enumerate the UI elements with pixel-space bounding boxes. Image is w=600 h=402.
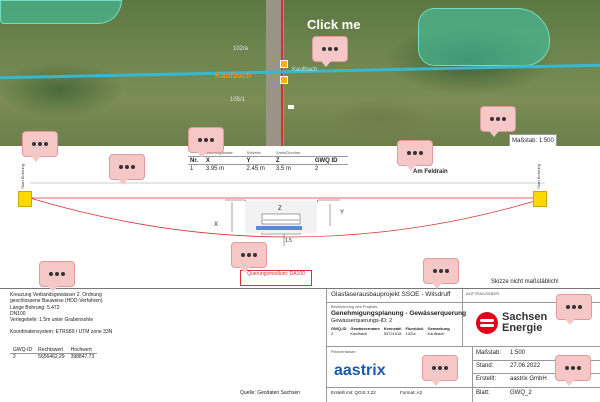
table-cell: 2 — [314, 165, 319, 172]
crossing-marker[interactable] — [280, 76, 288, 84]
y-dimension-label: Y — [340, 210, 345, 216]
depth-label: 1.5 — [285, 238, 292, 244]
protected-area-left — [0, 0, 122, 24]
aastrix-logo: aastrix — [334, 362, 386, 379]
scale-badge: Maßstab: 1:500 — [509, 134, 557, 146]
source-note: Quelle: Geodaten Sachsen — [240, 390, 301, 396]
stand-label: Stand: — [476, 363, 494, 369]
erstellt-label: Erstellt: — [476, 376, 497, 382]
info-line: Kreuzung Verbandsgewässer 2. Ordnung — [10, 292, 102, 298]
point-marker[interactable] — [288, 105, 294, 109]
info-line: Länge Bohrung: 5.472 — [10, 304, 60, 311]
sachsenenergie-logo-icon — [476, 312, 498, 334]
stream-tag: Kaufbach — [292, 67, 318, 73]
info-panel: Kreuzung Verbandsgewässer 2. Ordnung ges… — [10, 292, 190, 336]
planverfasser-caption: Planverfasser: — [331, 349, 357, 354]
comment-bubble[interactable] — [109, 154, 145, 185]
comment-bubble[interactable] — [188, 127, 224, 158]
parcel-label: 105/1 — [230, 97, 246, 103]
stream-label: Kaufbach — [215, 71, 252, 80]
erstellt-mit: Erstellt mit: QGIS 3.22 — [331, 390, 376, 395]
col-x: X — [203, 156, 245, 165]
stand-value: 27.06.2022 — [510, 363, 541, 369]
erstellt-value: aastrix GmbH — [510, 376, 547, 382]
title-block — [0, 288, 600, 402]
col-y: Y — [244, 156, 274, 165]
start-pit-right — [533, 191, 547, 207]
comment-bubble[interactable] — [397, 140, 433, 171]
aerial-map[interactable]: 102/a 105/1 Click me Kaufbach Kaufbach M… — [0, 0, 600, 146]
start-label-right: Start Bohrung — [536, 164, 541, 189]
bezeichnung-caption: Bezeichnung des Projekts — [331, 304, 378, 309]
coordinate-table: GWQ-ID Rechtswert Hochwert 2 5656462.29 … — [10, 347, 98, 360]
col-gwq: GWQ ID — [312, 156, 348, 165]
table-cell: 2.45 m — [246, 165, 265, 172]
start-pit-left — [18, 191, 32, 207]
massstab-value: 1:500 — [510, 350, 526, 356]
scale-note: Skizze nicht maßstäblich! — [491, 279, 559, 285]
comment-bubble[interactable] — [22, 131, 58, 162]
parcel-label: 102/a — [233, 46, 249, 52]
comment-bubble[interactable] — [39, 261, 75, 292]
click-me-label[interactable]: Click me — [307, 17, 361, 32]
z-dimension-label: Z — [278, 206, 282, 212]
format: Format: A3 — [400, 390, 423, 395]
comment-bubble[interactable] — [231, 242, 267, 273]
medium-label: Querungsmedium: DA100 — [240, 270, 312, 286]
start-label-left: Start Bohrung — [20, 164, 25, 189]
table-cell: 3.95 m — [205, 165, 225, 172]
comment-bubble[interactable] — [480, 106, 516, 137]
col-z: Z — [273, 156, 313, 165]
crossing-table: GWQ-ID Gewässername Kennzahl Flurstück G… — [331, 326, 450, 336]
feldrain-label: Am Feldrain — [413, 169, 448, 175]
comment-bubble[interactable] — [312, 36, 348, 67]
blatt-label: Blatt: — [476, 390, 490, 396]
table-cell: 3.5 m — [275, 165, 291, 172]
info-line: geschlossene Bauweise (HDD-Verfahren) — [10, 298, 103, 305]
x-dimension-label: X — [214, 222, 219, 228]
table-cell: 1 — [190, 165, 194, 172]
comment-bubble[interactable] — [423, 258, 459, 289]
massstab-label: Maßstab: — [476, 350, 502, 356]
protected-area-right — [418, 8, 550, 66]
info-line: Koordinatensystem: ETRS89 / UTM zone 33N — [10, 329, 113, 336]
info-line: Verlegetiefe: 1.5m unter Grabensohle — [10, 317, 94, 324]
comment-bubble[interactable] — [422, 355, 458, 386]
plan-subtitle: Gewässerquerungs-ID: 2 — [331, 318, 393, 324]
comment-bubble[interactable] — [556, 294, 592, 325]
crossing-marker[interactable] — [280, 60, 288, 68]
col-nr: Nr. — [188, 156, 204, 165]
cross-section-drawing — [29, 182, 546, 246]
comment-bubble[interactable] — [555, 355, 591, 386]
project-name: Glasfaserausbauprojekt SSOE - Wilsdruff — [331, 291, 451, 298]
blatt-value: GWQ_2 — [510, 390, 532, 396]
plan-title: Genehmigungsplanung - Gewässerquerung — [331, 310, 467, 317]
auftraggeber-caption: AUFTRAGGEBER — [466, 291, 500, 296]
info-line: DN100 — [10, 310, 26, 317]
client-logo: Sachsen Energie — [476, 309, 558, 337]
